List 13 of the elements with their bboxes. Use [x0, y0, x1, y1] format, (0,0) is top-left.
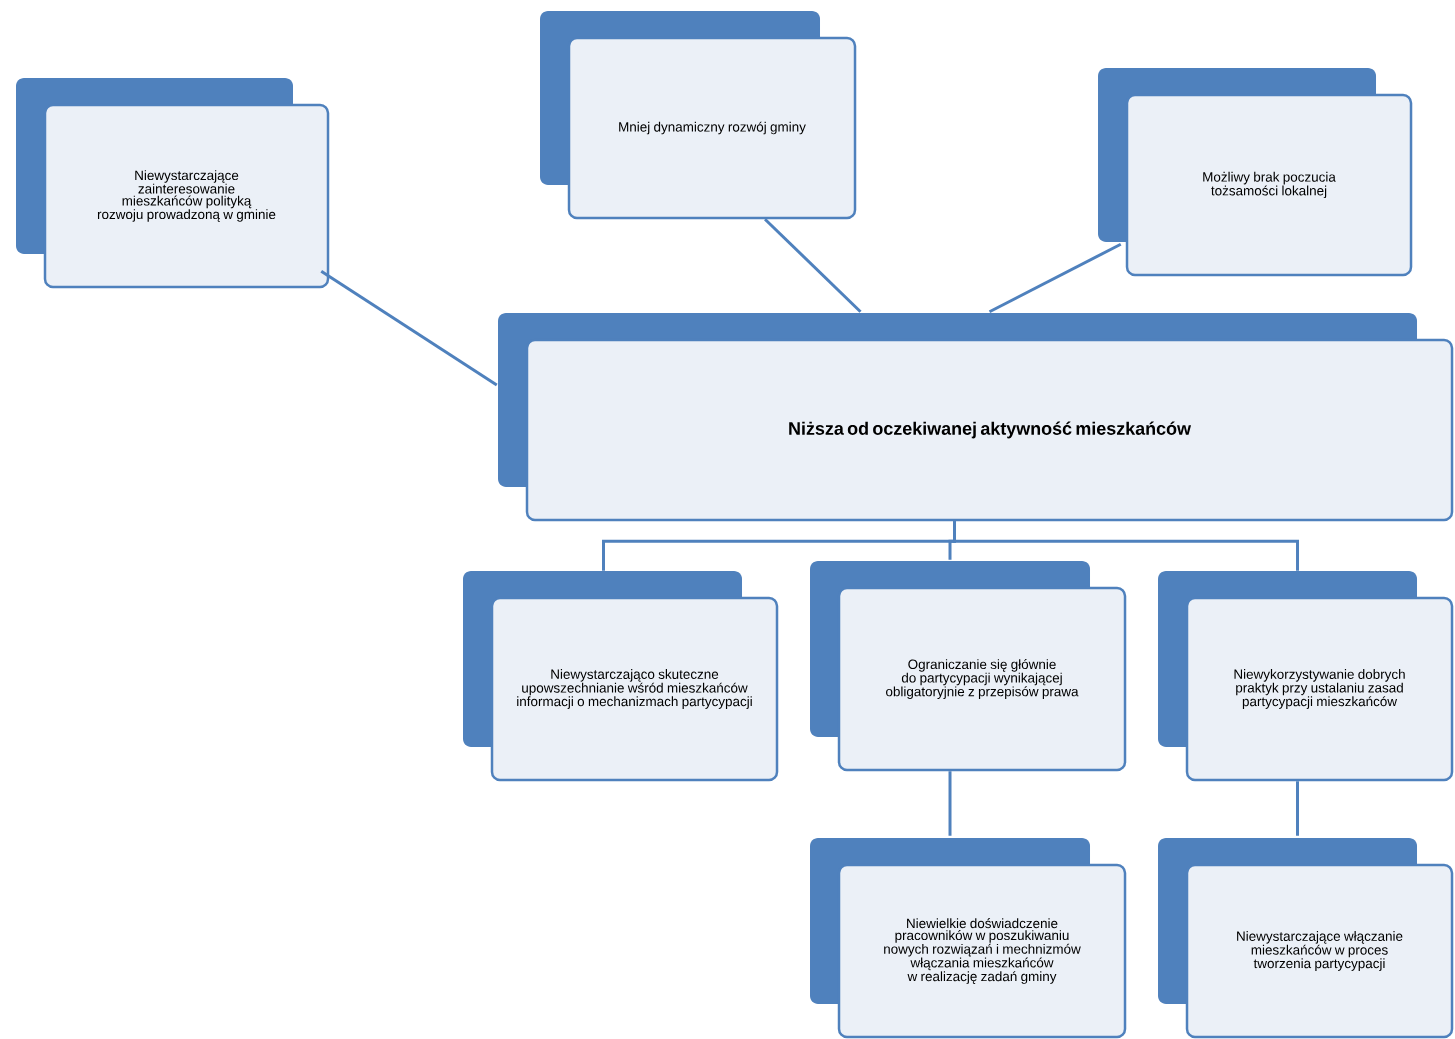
node-box: Możliwy brak poczucia tożsamości lokalnej	[1098, 68, 1413, 277]
connector-line	[763, 218, 862, 313]
node-box: Ograniczanie się głównie do partycypacji wynikającej obligatoryjnie z przepisów prawa	[810, 561, 1127, 772]
node-box: Niewielkie doświadczenie pracowników w poszukiwaniu nowych rozwiązań i mechnizmów włączania mieszkańców w realizację zadań gminy	[810, 838, 1127, 1039]
connector-line	[953, 521, 1299, 571]
node-box: Niewystarczające zainteresowanie mieszkańców polityką rozwoju prowadzoną w gminie	[16, 78, 330, 289]
node-box: Niższa od oczekiwanej aktywność mieszkańców	[498, 313, 1454, 522]
connector-line	[1296, 781, 1299, 836]
node-box: Mniej dynamiczny rozwój gminy	[540, 11, 857, 220]
node-box: Niewykorzystywanie dobrych praktyk przy ustalaniu zasad partycypacji mieszkańców	[1158, 571, 1454, 782]
connector-line	[948, 771, 952, 836]
node-box: Niewystarczające włączanie mieszkańców w proces tworzenia partycypacji	[1158, 838, 1454, 1039]
node-box: Niewystarczająco skuteczne upowszechnianie wśród mieszkańców informacji o mechanizmach partycypacji	[463, 571, 779, 782]
